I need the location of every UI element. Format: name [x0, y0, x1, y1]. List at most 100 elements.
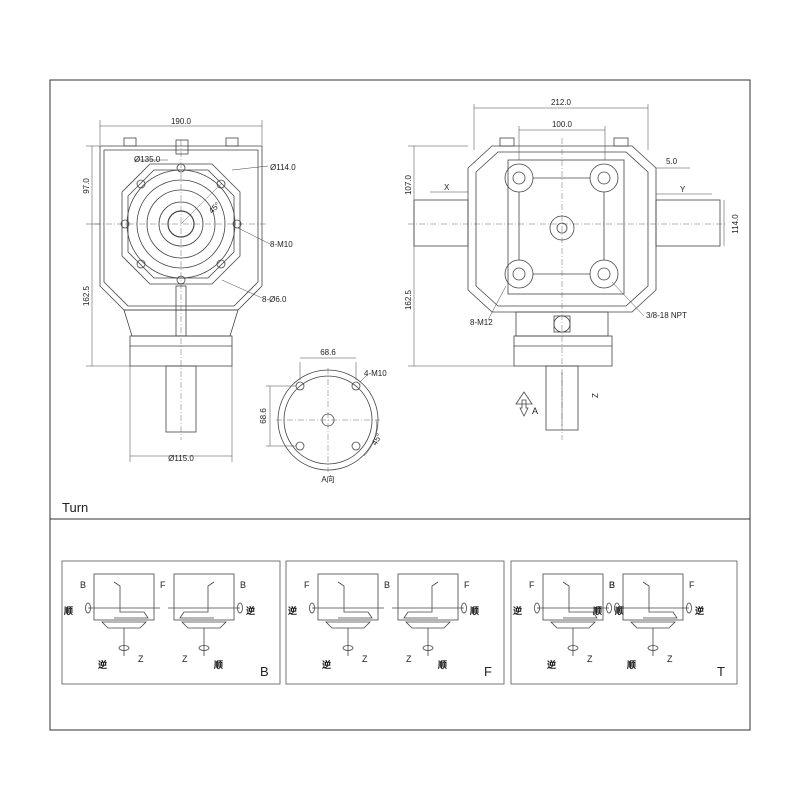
output-flange — [630, 621, 676, 629]
axis-z-label: Z — [406, 654, 412, 664]
rotation-arrow-right — [686, 602, 692, 614]
front-upper-height-label: 97.0 — [82, 178, 91, 194]
side-label-right: B — [384, 580, 390, 590]
rotation-label-left: 顺 — [64, 606, 73, 617]
axis-x-label: X — [444, 183, 450, 192]
shaft-height-label: 114.0 — [731, 214, 740, 234]
rotation-label-bottom: 顺 — [627, 660, 636, 671]
flange-angle-label: 45° — [370, 432, 384, 447]
pcd-outer-label: Ø135.0 — [134, 155, 161, 164]
output-flange — [550, 621, 596, 629]
rotation-label-left: 顺 — [593, 606, 602, 617]
drain-plug-label: 3/8-18 NPT — [646, 311, 687, 320]
view-a-arrow-label: A — [532, 406, 538, 416]
bevel-gear — [113, 581, 149, 619]
turn-panel-frame — [61, 560, 281, 685]
flange-width-label: 68.6 — [320, 348, 336, 357]
axis-y-label: Y — [680, 185, 686, 194]
rotation-arrow-bottom — [647, 645, 659, 651]
side-label-right: B — [609, 580, 615, 590]
rotation-label-right: 逆 — [695, 605, 704, 617]
bevel-gear — [403, 581, 439, 619]
side-upper-height-label: 107.0 — [404, 174, 413, 195]
offset-label: 5.0 — [666, 157, 678, 166]
rotation-arrow-left — [534, 602, 540, 614]
side-width-inner-label: 100.0 — [552, 120, 573, 129]
gear-housing — [542, 573, 604, 621]
side-label-right: F — [160, 580, 166, 590]
turn-code-label: T — [717, 664, 725, 679]
side-label-right: F — [689, 580, 695, 590]
side-tapped-holes-label: 8-M12 — [470, 318, 493, 327]
axis-z-label: Z — [587, 654, 593, 664]
rotation-label-right: 顺 — [615, 606, 624, 617]
view-a-label: A向 — [321, 474, 334, 484]
through-holes-label: 8-Ø6.0 — [262, 295, 287, 304]
axis-z-label: Z — [667, 654, 673, 664]
rotation-arrow-bottom — [422, 645, 434, 651]
rotation-arrow-left — [309, 602, 315, 614]
rotation-label-bottom: 顺 — [214, 660, 223, 671]
rotation-label-right: 逆 — [246, 605, 255, 617]
bevel-gear — [642, 581, 678, 619]
side-label-left: B — [80, 580, 86, 590]
side-view — [408, 104, 726, 440]
output-flange — [101, 621, 147, 629]
rotation-label-bottom: 逆 — [547, 659, 556, 671]
side-lower-height-label: 162.5 — [404, 289, 413, 310]
rotation-label-bottom: 逆 — [98, 659, 107, 671]
side-label-right: B — [240, 580, 246, 590]
rotation-arrow-bottom — [342, 645, 354, 651]
rotation-arrow-right — [606, 602, 612, 614]
side-label-left: B — [609, 580, 615, 590]
axis-z-label: Z — [362, 654, 368, 664]
rotation-arrow-right — [237, 602, 243, 614]
bevel-gear — [179, 581, 215, 619]
rotation-label-bottom: 逆 — [322, 659, 331, 671]
drawing-border — [49, 79, 751, 731]
side-label-left: F — [529, 580, 535, 590]
gear-housing — [622, 573, 684, 621]
bevel-gear — [562, 581, 598, 619]
flange-view — [266, 357, 380, 472]
side-label-right: F — [464, 580, 470, 590]
rotation-arrow-left — [85, 602, 91, 614]
turn-code-label: B — [260, 664, 269, 679]
turn-config: B F Z 顺逆 — [64, 573, 166, 671]
axis-z-label: Z — [138, 654, 144, 664]
axis-z-label: Z — [182, 654, 188, 664]
gear-housing — [173, 573, 235, 621]
output-flange — [405, 621, 451, 629]
gear-housing — [317, 573, 379, 621]
turn-panel-frame — [285, 560, 505, 685]
gear-housing — [93, 573, 155, 621]
pcd-inner-label: Ø114.0 — [270, 163, 296, 172]
side-label-left: F — [304, 580, 310, 590]
front-lower-height-label: 162.5 — [82, 285, 91, 306]
side-width-total-label: 212.0 — [551, 98, 572, 107]
turn-config: B Z 逆顺 — [168, 573, 255, 671]
output-flange — [325, 621, 371, 629]
turn-section-title: Turn — [62, 500, 88, 515]
front-view — [86, 120, 271, 462]
front-width-label: 190.0 — [171, 117, 192, 126]
bevel-gear — [337, 581, 373, 619]
turn-panel-frame — [510, 560, 738, 685]
flange-height-label: 68.6 — [259, 408, 268, 424]
flange-holes-label: 4-M10 — [364, 369, 387, 378]
tapped-holes-label: 8-M10 — [270, 240, 293, 249]
rotation-label-left: 逆 — [513, 605, 522, 617]
rotation-arrow-right — [461, 602, 467, 614]
base-diameter-label: Ø115.0 — [168, 454, 194, 463]
axis-z-label: Z — [591, 393, 600, 398]
rotation-arrow-left — [614, 602, 620, 614]
rotation-label-bottom: 顺 — [438, 660, 447, 671]
rotation-label-left: 逆 — [288, 605, 297, 617]
